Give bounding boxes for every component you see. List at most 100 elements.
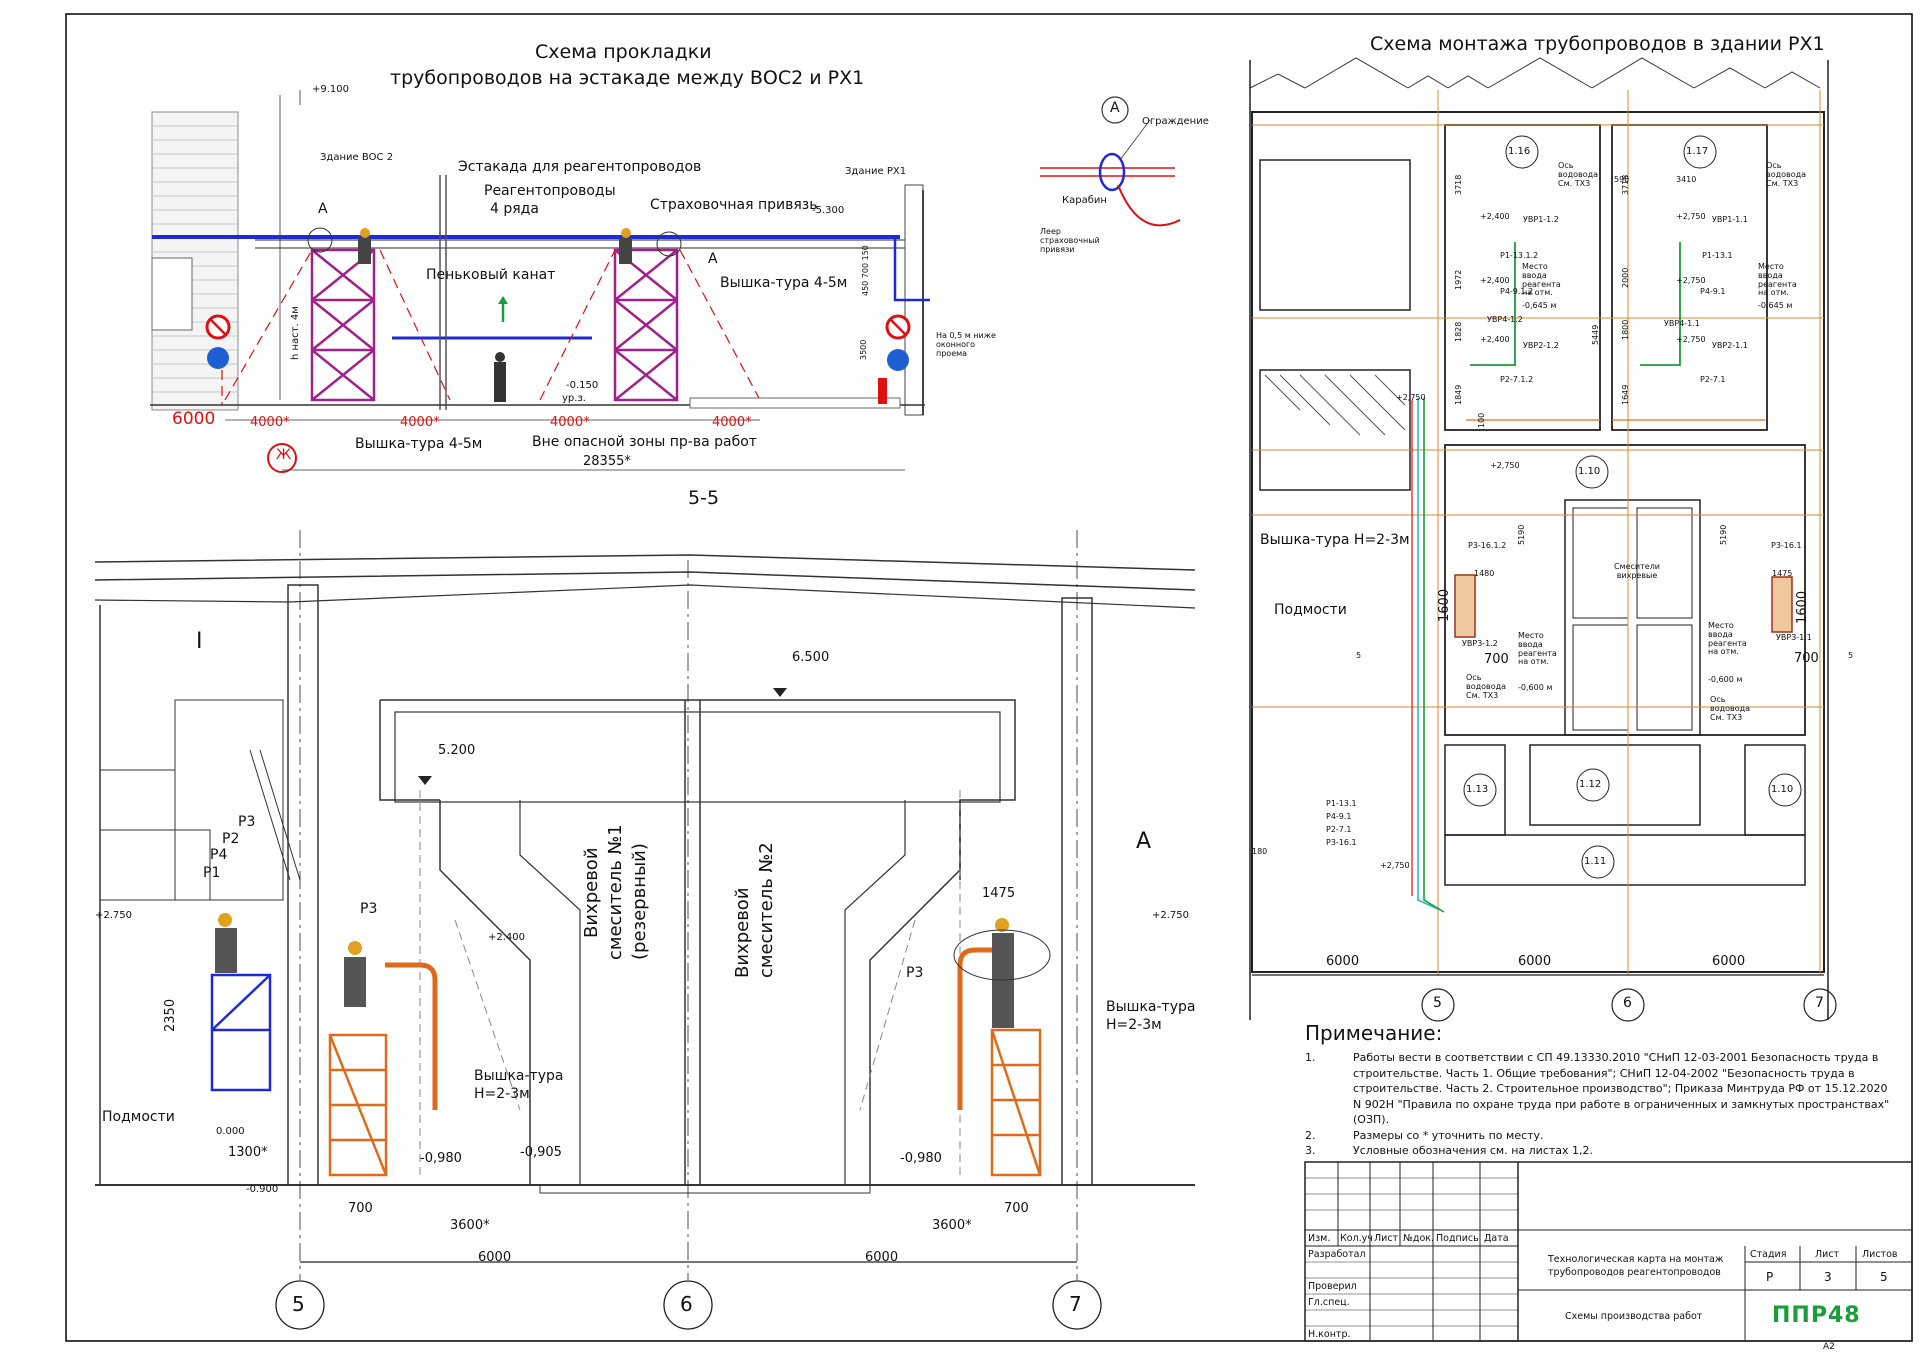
tower-right xyxy=(613,248,679,402)
uvr-label: УВР3-1.2 xyxy=(1462,639,1498,648)
note-text: Размеры со * уточнить по месту. xyxy=(1353,1128,1544,1142)
plan-axis-markers xyxy=(1252,974,1837,1022)
notes-block: Примечание: 1.Работы вести в соответстви… xyxy=(1305,1022,1895,1159)
tb-sheets: 5 xyxy=(1880,1270,1888,1284)
tb-doc-title-l1: Технологическая карта на монтаж xyxy=(1548,1254,1724,1265)
dims-right: 450 700 150 xyxy=(861,245,870,296)
plan-dim: 700 xyxy=(1794,651,1819,666)
plan-dim: 1972 xyxy=(1454,269,1463,290)
plan-dim: 180 xyxy=(1252,847,1268,856)
danger-zone xyxy=(221,249,761,405)
entry-label-4: Место ввода реагента на отм. xyxy=(1708,621,1747,657)
elev-0000: 0.000 xyxy=(216,1126,245,1137)
mixer2-l1: Вихревой xyxy=(732,887,753,978)
dim-1475: 1475 xyxy=(982,886,1016,901)
room-1-13: 1.13 xyxy=(1466,784,1489,795)
tower-plan xyxy=(1454,574,1476,638)
dim-3600-right: 3600* xyxy=(932,1218,972,1233)
carabiner-label: Карабин xyxy=(1062,195,1107,206)
detail-a xyxy=(1040,96,1181,227)
plan-elev: +2,400 xyxy=(1480,276,1510,285)
uvr-label: УВР2-1.1 xyxy=(1712,341,1748,350)
entry-label-2: Место ввода реагента на отм. xyxy=(1758,262,1797,298)
plan-dim: 700 xyxy=(1484,652,1509,667)
estakada-title-line1: Схема прокладки xyxy=(535,41,712,63)
worker-icon xyxy=(215,913,1014,1028)
entry-label-1: Место ввода реагента на отм. xyxy=(1522,262,1561,298)
rows-label: 4 ряда xyxy=(490,201,539,217)
pipe-p1: Р1 xyxy=(203,865,221,881)
section-tower-l1: Вышка-тура xyxy=(474,1068,564,1084)
plan-dim: 5190 xyxy=(1719,524,1728,545)
tb-header: Изм. xyxy=(1308,1233,1331,1244)
tower-bottom-label: Вышка-тура 4-5м xyxy=(355,436,483,452)
room-1-10b: 1.10 xyxy=(1771,784,1794,795)
dim-700-right: 700 xyxy=(1004,1201,1029,1216)
plan-dim: 1475 xyxy=(1772,569,1793,578)
estakada-diagram xyxy=(150,90,930,473)
estakada-dimensions xyxy=(225,90,905,471)
tower-label: Вышка-тура 4-5м xyxy=(720,275,848,291)
section-tower-l2: Н=2-3м xyxy=(474,1086,530,1102)
tb-header: №док. xyxy=(1403,1233,1435,1244)
tb-stage: Р xyxy=(1766,1270,1774,1284)
elev-0905: -0,905 xyxy=(520,1145,562,1160)
grid-lines xyxy=(1252,90,1824,975)
plan-dim: 1828 xyxy=(1454,321,1463,342)
mixers-label: Смесители вихревые xyxy=(1613,562,1661,580)
tb-sheet-h: Лист xyxy=(1815,1249,1840,1260)
pipe-label: Р1-13.1 xyxy=(1702,251,1733,260)
outside-zone-label: Вне опасной зоны пр-ва работ xyxy=(532,434,757,450)
plan-dim: 5449 xyxy=(1591,324,1600,345)
tb-header: Дата xyxy=(1484,1233,1509,1244)
dim-4000-b: 4000* xyxy=(400,415,440,430)
tb-header: Кол.уч xyxy=(1340,1233,1373,1244)
legend-pipe: Р3-16.1 xyxy=(1326,838,1357,847)
tb-role: Гл.спец. xyxy=(1308,1297,1350,1308)
plan-dim: 1800 xyxy=(1621,319,1630,340)
note-item: 1.Работы вести в соответствии с СП 49.13… xyxy=(1305,1050,1895,1128)
plan-tower-label: Вышка-тура Н=2-3м xyxy=(1260,532,1410,548)
mixer1-l1: Вихревой xyxy=(581,847,602,938)
plan-elev: +2,400 xyxy=(1480,212,1510,221)
pipe-label: Р2-7.1 xyxy=(1700,375,1726,384)
company-logo: ППР48 xyxy=(1772,1303,1861,1328)
overpass-label: Эстакада для реагентопроводов xyxy=(458,159,702,175)
room-1-16: 1.16 xyxy=(1508,146,1531,157)
plan-dim: 3718 xyxy=(1454,174,1463,195)
pipe-label: Р4-9.1 xyxy=(1700,287,1726,296)
plan-elev: +2,400 xyxy=(1480,335,1510,344)
elev-2750-left: +2.750 xyxy=(95,910,133,921)
tb-role: Разработал xyxy=(1308,1249,1366,1260)
elev-0900: -0.900 xyxy=(246,1184,279,1195)
dim-700-left: 700 xyxy=(348,1201,373,1216)
tb-sheets-h: Листов xyxy=(1862,1249,1898,1260)
section-axis-5: 5 xyxy=(292,1292,305,1316)
plan-elev: +2,750 xyxy=(1396,393,1426,402)
px1-title: Схема монтажа трубопроводов в здании РХ1 xyxy=(1370,33,1825,55)
tower-section-left xyxy=(328,962,438,1177)
legend-pipe: Р2-7.1 xyxy=(1326,825,1352,834)
tb-header: Лист xyxy=(1374,1233,1399,1244)
plan-dim: 100 xyxy=(1477,412,1486,428)
plan-dim: 2000 xyxy=(1621,267,1630,288)
plan-dim: 1600 xyxy=(1437,588,1452,622)
plan-dim-6000: 6000 xyxy=(1712,954,1746,969)
elev-5200: 5.200 xyxy=(438,743,476,758)
dim-total: 28355* xyxy=(583,454,631,469)
room-1-12: 1.12 xyxy=(1579,779,1602,790)
axis-note-1: Ось водовода См. ТХ3 xyxy=(1558,161,1599,188)
uvr-label: УВР4-1.2 xyxy=(1487,315,1523,324)
px1-plan xyxy=(1249,57,1837,1022)
plan-dim: 1600 xyxy=(1795,590,1810,624)
dim-1300: 1300* xyxy=(228,1145,268,1160)
plan-elev: +2,750 xyxy=(1676,335,1706,344)
tb-role: Проверил xyxy=(1308,1281,1357,1292)
plan-dim-6000: 6000 xyxy=(1518,954,1552,969)
dim-3600-left: 3600* xyxy=(450,1218,490,1233)
room-1-17: 1.17 xyxy=(1686,146,1709,157)
elev-5300: -5.300 xyxy=(812,205,845,216)
mixer1-l3: (резервный) xyxy=(629,843,650,960)
plan-axis-7: 7 xyxy=(1815,995,1824,1011)
section-dim-6000: 6000 xyxy=(478,1250,512,1265)
